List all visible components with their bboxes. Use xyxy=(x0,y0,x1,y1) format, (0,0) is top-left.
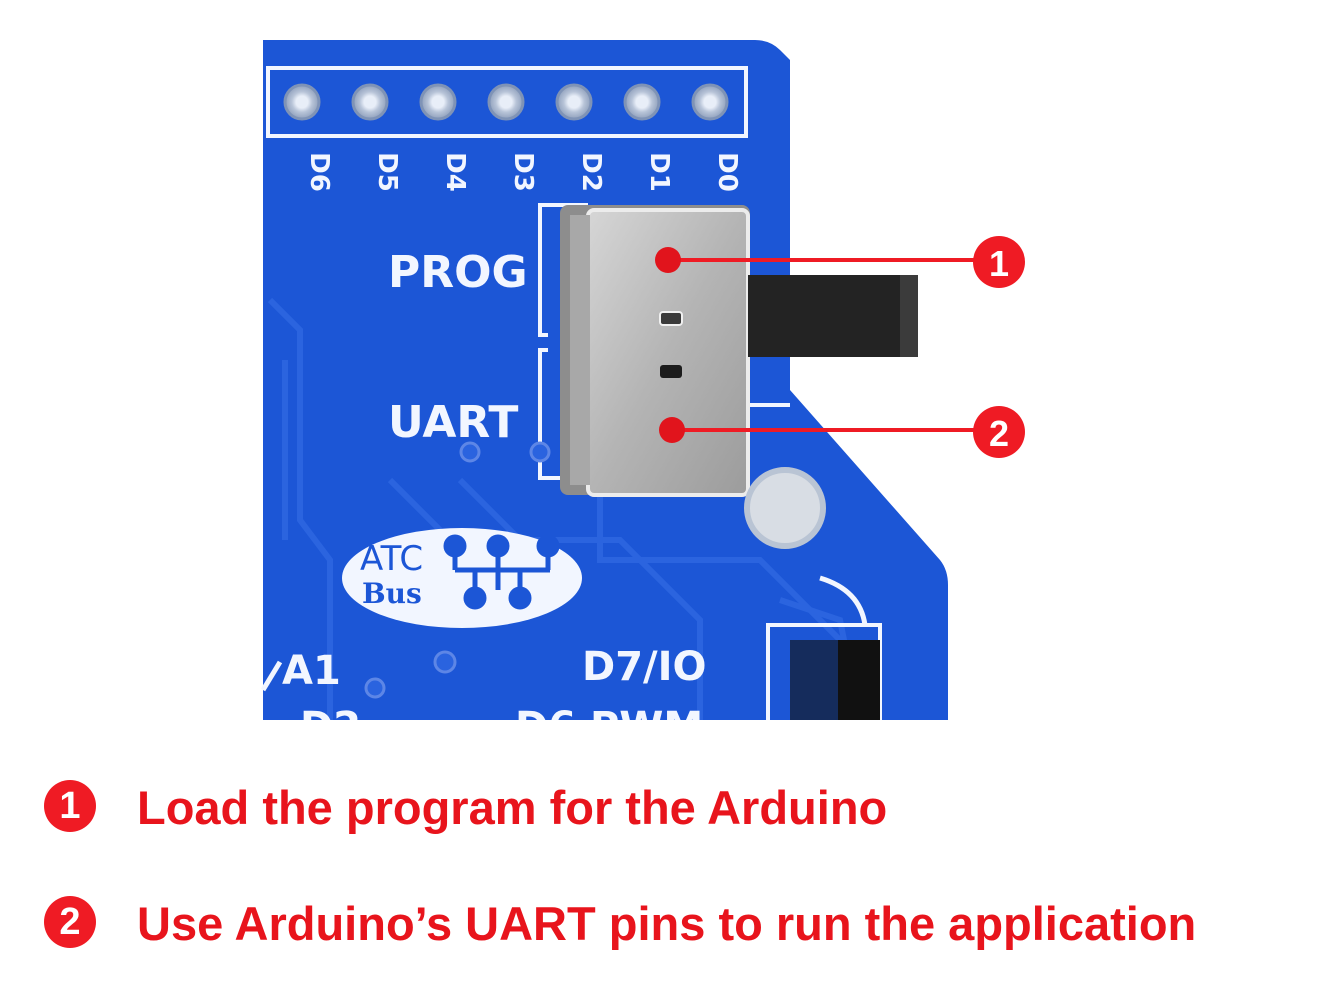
mounting-hole xyxy=(744,467,826,549)
callout-1-number: 1 xyxy=(989,243,1009,284)
atc-bus-logo: ATC Bus xyxy=(342,528,582,628)
slide-switch xyxy=(560,205,918,497)
callout-1: 1 xyxy=(655,236,1025,288)
legend-badge-2: 2 xyxy=(44,896,96,948)
legend-text-2: Use Arduino’s UART pins to run the appli… xyxy=(137,897,1197,950)
header-pins xyxy=(283,83,729,121)
board-photo: D6 D5 D4 D3 D2 D1 D0 PROG UART ATC Bus xyxy=(260,40,1025,730)
callout-2-number: 2 xyxy=(989,413,1009,454)
pin-label-d6: D6 xyxy=(304,152,334,192)
logo-bus: Bus xyxy=(362,577,422,610)
label-d7-io: D7/IO xyxy=(582,644,707,690)
label-a1: A1 xyxy=(282,648,341,694)
pin-labels: D6 D5 D4 D3 D2 D1 D0 xyxy=(304,152,742,192)
logo-atc: ATC xyxy=(360,539,423,579)
switch-lever xyxy=(748,275,916,357)
pin-label-d1: D1 xyxy=(644,152,674,192)
legend-item-1: 1 Load the program for the Arduino xyxy=(0,770,1317,860)
pin-label-d4: D4 xyxy=(440,152,470,192)
pin-label-d2: D2 xyxy=(576,152,606,192)
legend-badge-1: 1 xyxy=(44,780,96,832)
legend-text-1: Load the program for the Arduino xyxy=(137,781,888,834)
switch-label-uart: UART xyxy=(388,397,518,448)
pin-label-d0: D0 xyxy=(712,152,742,192)
switch-label-prog: PROG xyxy=(388,247,528,298)
callout-2: 2 xyxy=(659,406,1025,458)
pin-label-d5: D5 xyxy=(372,152,402,192)
legend-item-2: 2 Use Arduino’s UART pins to run the app… xyxy=(0,888,1317,978)
pin-label-d3: D3 xyxy=(508,152,538,192)
